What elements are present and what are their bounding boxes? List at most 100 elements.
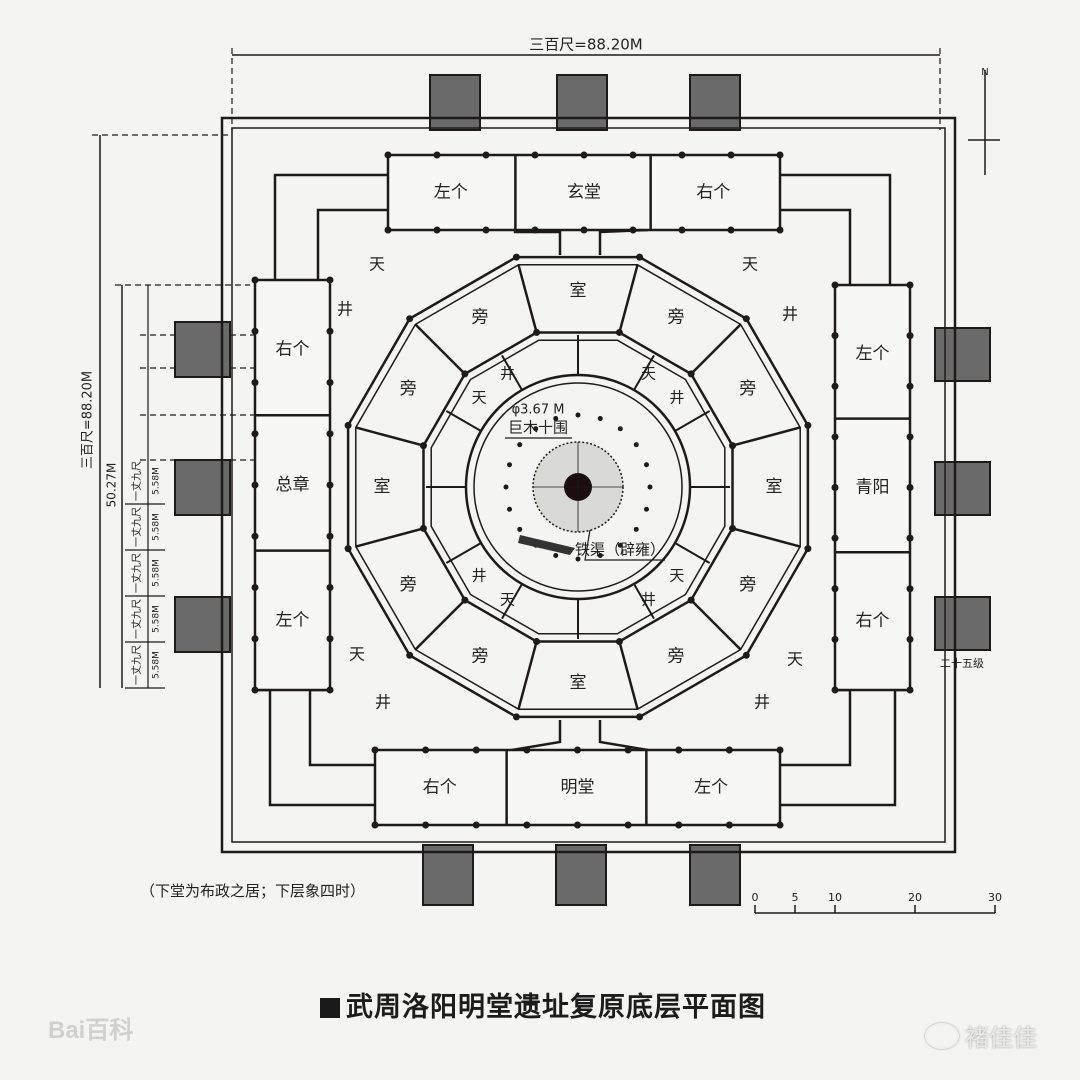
column-dot bbox=[633, 526, 639, 532]
bay-label: 一丈九尺 bbox=[131, 645, 143, 685]
column-dot bbox=[517, 526, 523, 532]
radial-partition bbox=[618, 641, 639, 710]
east-hall bbox=[833, 283, 912, 692]
column-dot bbox=[523, 746, 531, 754]
column-dot bbox=[461, 370, 469, 378]
column-dot bbox=[687, 370, 695, 378]
stair-frame bbox=[555, 844, 607, 906]
baidu-watermark: Bai百科 bbox=[48, 1017, 134, 1044]
inner-tian-label: 天 bbox=[669, 566, 684, 584]
room-label-shi: 室 bbox=[570, 673, 587, 693]
hall-room-label: 玄堂 bbox=[567, 183, 601, 203]
iron-channel-label: 铁渠（辟雍） bbox=[575, 541, 665, 559]
column-dot bbox=[831, 585, 839, 593]
inner-ring-edge-inner bbox=[473, 382, 683, 592]
radial-partition bbox=[690, 323, 742, 375]
column-dot bbox=[344, 421, 352, 429]
column-dot bbox=[776, 151, 784, 159]
radial-partition bbox=[517, 641, 538, 710]
room-label-shi: 室 bbox=[374, 477, 391, 497]
column-dot bbox=[636, 253, 644, 261]
column-dot bbox=[617, 426, 623, 432]
column-dot bbox=[575, 556, 581, 562]
passage-s bbox=[511, 720, 562, 752]
column-dot bbox=[251, 327, 259, 335]
column-dot bbox=[517, 442, 523, 448]
inner-jing-label: 井 bbox=[472, 566, 487, 584]
column-dot bbox=[831, 433, 839, 441]
room-label-pang: 旁 bbox=[472, 307, 489, 327]
column-dot bbox=[597, 552, 603, 558]
radial-partition bbox=[732, 527, 801, 548]
column-dot bbox=[725, 746, 733, 754]
column-dot bbox=[503, 484, 509, 490]
room-label-pang: 旁 bbox=[739, 379, 756, 399]
courtyard-label: 天 bbox=[369, 255, 385, 274]
inner-jing-label: 井 bbox=[641, 590, 656, 608]
column-dot bbox=[615, 638, 623, 646]
column-dot bbox=[533, 638, 541, 646]
column-dot bbox=[472, 746, 480, 754]
inner-tian-label: 天 bbox=[500, 590, 515, 608]
column-dot bbox=[729, 442, 737, 450]
north-label: N bbox=[981, 67, 988, 78]
stair-frame bbox=[934, 596, 991, 651]
stairs-label: 二十五级 bbox=[940, 656, 984, 670]
bay-label: 一丈九尺 bbox=[131, 461, 143, 501]
stair-frame bbox=[422, 844, 474, 906]
author-name: 褚佳佳 bbox=[965, 1024, 1037, 1052]
column-dot bbox=[906, 686, 914, 694]
left-dimension-label: 三百尺=88.20M bbox=[81, 371, 96, 469]
column-dot bbox=[729, 524, 737, 532]
hall-room-label: 青阳 bbox=[856, 478, 890, 498]
column-dot bbox=[776, 746, 784, 754]
column-dot bbox=[624, 821, 632, 829]
column-dot bbox=[643, 506, 649, 512]
column-dot bbox=[507, 506, 513, 512]
stair-frame bbox=[689, 74, 741, 131]
inner-jing-label: 井 bbox=[500, 365, 515, 383]
room-label-pang: 旁 bbox=[400, 575, 417, 595]
column-dot bbox=[461, 596, 469, 604]
column-dot bbox=[742, 651, 750, 659]
column-dot bbox=[472, 821, 480, 829]
wechat-icon bbox=[925, 1023, 959, 1049]
wall-se-outer bbox=[780, 688, 910, 807]
column-dot bbox=[575, 412, 581, 418]
column-dot bbox=[906, 281, 914, 289]
column-dot bbox=[647, 484, 653, 490]
column-dot bbox=[574, 821, 581, 829]
inner-radial-partition bbox=[445, 542, 482, 564]
passage-s2 bbox=[598, 720, 649, 752]
column-dot bbox=[507, 462, 513, 468]
column-dot bbox=[326, 635, 334, 643]
passage-n2 bbox=[598, 228, 649, 255]
plan-note: （下堂为布政之居；下层象四时） bbox=[140, 882, 366, 900]
inner-radial-partition bbox=[501, 354, 523, 391]
hall-room-label: 总章 bbox=[276, 475, 310, 495]
column-dot bbox=[727, 151, 735, 159]
column-dot bbox=[384, 151, 392, 159]
radial-partition bbox=[414, 323, 466, 375]
column-dot bbox=[776, 226, 784, 234]
wall-sw-inner bbox=[308, 688, 375, 767]
column-dot bbox=[831, 332, 839, 340]
column-dot bbox=[533, 426, 539, 432]
stair-frame bbox=[429, 74, 481, 131]
inner-radial-partition bbox=[501, 583, 523, 620]
wall-nw-outer bbox=[273, 173, 388, 280]
column-dot bbox=[251, 430, 259, 438]
passage-n bbox=[513, 230, 562, 255]
courtyard-label: 天 bbox=[742, 255, 758, 274]
column-dot bbox=[678, 226, 686, 234]
column-dot bbox=[742, 315, 750, 323]
column-dot bbox=[419, 524, 427, 532]
column-dot bbox=[422, 746, 430, 754]
radial-partition bbox=[355, 527, 424, 548]
column-dot bbox=[831, 382, 839, 390]
room-label-shi: 室 bbox=[570, 281, 587, 301]
column-dot bbox=[687, 596, 695, 604]
column-dot bbox=[326, 584, 334, 591]
column-dot bbox=[433, 151, 441, 159]
